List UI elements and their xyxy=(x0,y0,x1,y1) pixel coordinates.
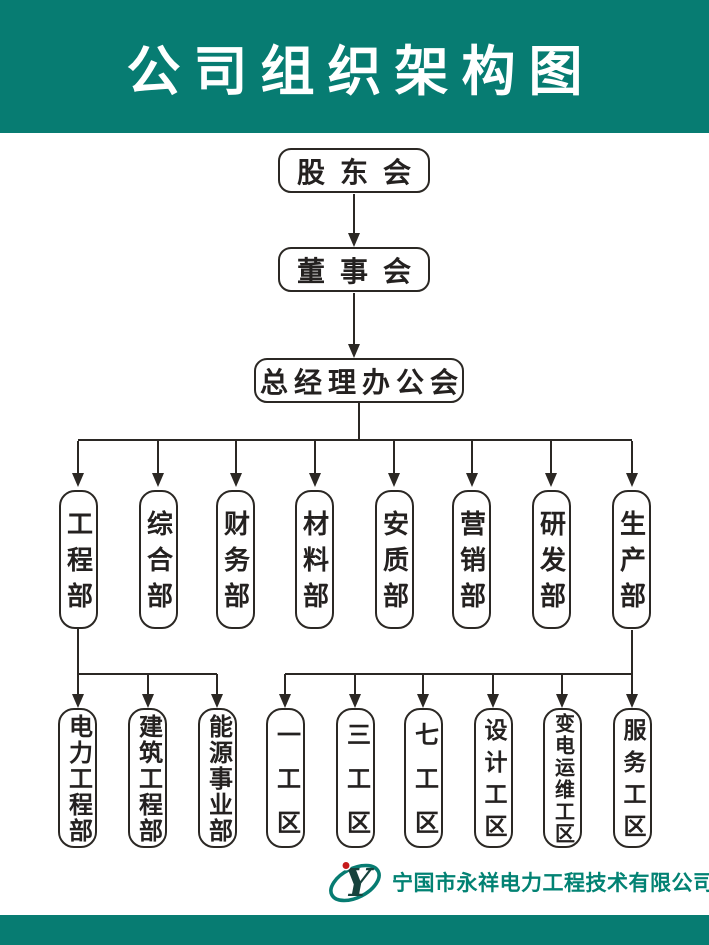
org-node-materials-dept: 材料部 xyxy=(295,490,334,629)
org-node-construction-engineering: 建筑工程部 xyxy=(128,708,167,848)
org-node-design-work-zone: 设计工区 xyxy=(474,708,513,848)
org-node-safety-quality-dept: 安质部 xyxy=(375,490,414,629)
org-node-service-work-zone: 服务工区 xyxy=(613,708,652,848)
footer: Y 宁国市永祥电力工程技术有限公司 xyxy=(326,857,709,907)
org-node-production-dept: 生产部 xyxy=(612,490,651,629)
org-node-rnd-dept: 研发部 xyxy=(532,490,571,629)
org-node-general-affairs-dept: 综合部 xyxy=(139,490,178,629)
org-node-energy-business: 能源事业部 xyxy=(198,708,237,848)
bottom-bar xyxy=(0,915,709,945)
org-node-electric-power-engineering: 电力工程部 xyxy=(58,708,97,848)
org-node-work-zone-7: 七工区 xyxy=(404,708,443,854)
org-node-work-zone-3: 三工区 xyxy=(336,708,375,854)
org-node-marketing-dept: 营销部 xyxy=(452,490,491,629)
company-name: 宁国市永祥电力工程技术有限公司 xyxy=(392,872,709,895)
org-node-work-zone-1: 一工区 xyxy=(266,708,305,854)
org-node-shareholders: 股东会 xyxy=(278,148,430,193)
header-banner: 公司组织架构图 xyxy=(0,0,709,133)
company-logo: Y xyxy=(329,860,381,905)
org-node-engineering-dept: 工程部 xyxy=(59,490,98,629)
org-node-finance-dept: 财务部 xyxy=(216,490,255,629)
org-node-gm-office: 总经理办公会 xyxy=(254,358,464,403)
org-node-board: 董事会 xyxy=(278,247,430,292)
page-title: 公司组织架构图 xyxy=(126,42,596,102)
org-node-substation-om-work-zone: 变电运维工区 xyxy=(543,708,582,848)
